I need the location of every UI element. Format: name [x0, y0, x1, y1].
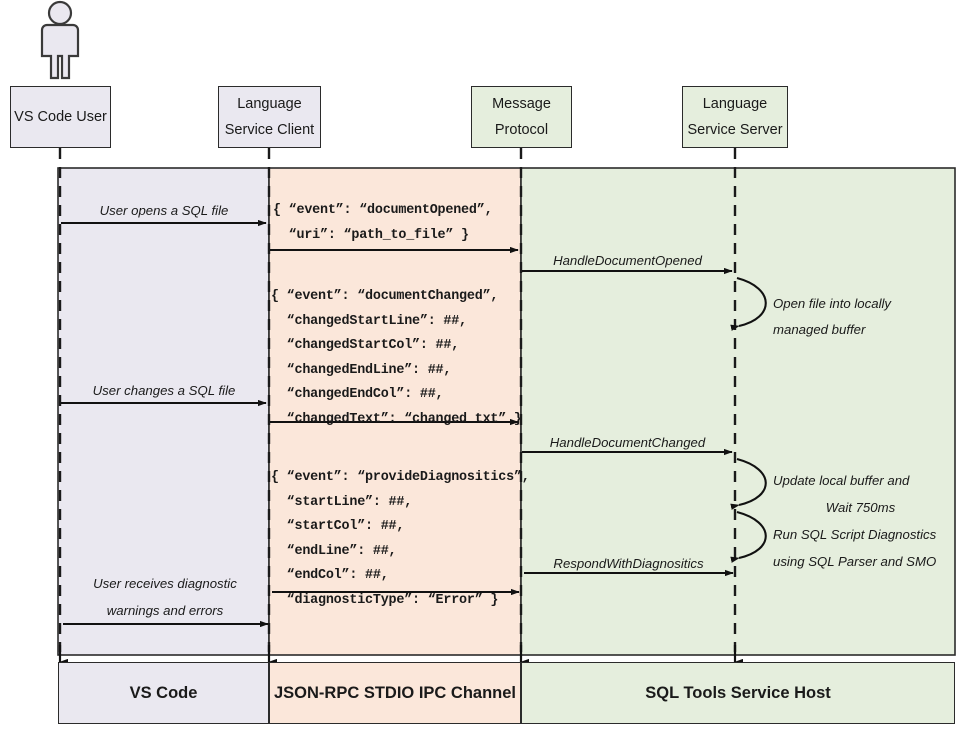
message-label-user-receives-line1: User receives diagnostic: [93, 576, 237, 591]
selfcall-label-run-diagnostics-line1: Run SQL Script Diagnostics: [773, 527, 937, 542]
footer-label: SQL Tools Service Host: [645, 683, 831, 702]
message-label-handle-document-changed: HandleDocumentChanged: [549, 435, 706, 450]
selfcall-label-run-diagnostics-line2: using SQL Parser and SMO: [773, 554, 937, 569]
message-label-respond-with-diagnostics: RespondWithDiagnositics: [553, 556, 704, 571]
user-actor-icon: [40, 0, 80, 80]
payload-provide-diagnostics: { “event”: “provideDiagnositics”, “start…: [271, 470, 530, 608]
payload-document-opened: { “event”: “documentOpened”, “uri”: “pat…: [273, 203, 493, 243]
lifeline-label-line1: VS Code User: [14, 109, 107, 125]
selfcall-run-diagnostics: [730, 510, 767, 563]
lifeline-label-line1: Language: [702, 96, 768, 112]
band-service-host: [520, 167, 956, 656]
selfcall-label-open-file-line2: managed buffer: [773, 322, 866, 337]
selfcall-update-buffer: [730, 457, 767, 510]
footer-ipc-channel[interactable]: JSON-RPC STDIO IPC Channel: [269, 662, 521, 724]
lifelines: [58, 148, 737, 652]
lifeline-header-msg-protocol[interactable]: Message Protocol: [471, 86, 572, 148]
band-vscode: [57, 167, 270, 656]
selfcall-label-update-buffer-line1: Update local buffer and: [773, 473, 910, 488]
selfcall-label-open-file-line1: Open file into locally: [773, 296, 892, 311]
lifeline-header-lang-client[interactable]: Language Service Client: [218, 86, 321, 148]
message-label-user-opens: User opens a SQL file: [99, 203, 229, 218]
message-label-user-changes: User changes a SQL file: [92, 383, 236, 398]
lifeline-header-lang-server[interactable]: Language Service Server: [682, 86, 788, 148]
selfcall-open-file: [730, 276, 767, 331]
lifeline-label-line2: Protocol: [494, 122, 549, 138]
footer-vscode[interactable]: VS Code: [58, 662, 269, 724]
lifeline-header-vscode-user[interactable]: VS Code User: [10, 86, 111, 148]
footer-sql-tools-service-host[interactable]: SQL Tools Service Host: [521, 662, 955, 724]
lifeline-label-line2: Service Server: [687, 122, 783, 138]
message-label-user-receives-line2: warnings and errors: [106, 603, 224, 618]
footer-label: JSON-RPC STDIO IPC Channel: [273, 683, 517, 702]
selfcall-label-update-buffer-line2: Wait 750ms: [825, 500, 896, 515]
lifeline-label-line1: Message: [492, 96, 551, 112]
lifeline-label-line2: Service Client: [224, 122, 315, 138]
footer-label: VS Code: [129, 683, 198, 702]
lifeline-label-line1: Language: [237, 96, 302, 112]
payload-document-changed: { “event”: “documentChanged”, “changedSt…: [271, 289, 522, 427]
message-label-handle-document-opened: HandleDocumentOpened: [553, 253, 702, 268]
lifeline-terminators: [58, 645, 744, 666]
